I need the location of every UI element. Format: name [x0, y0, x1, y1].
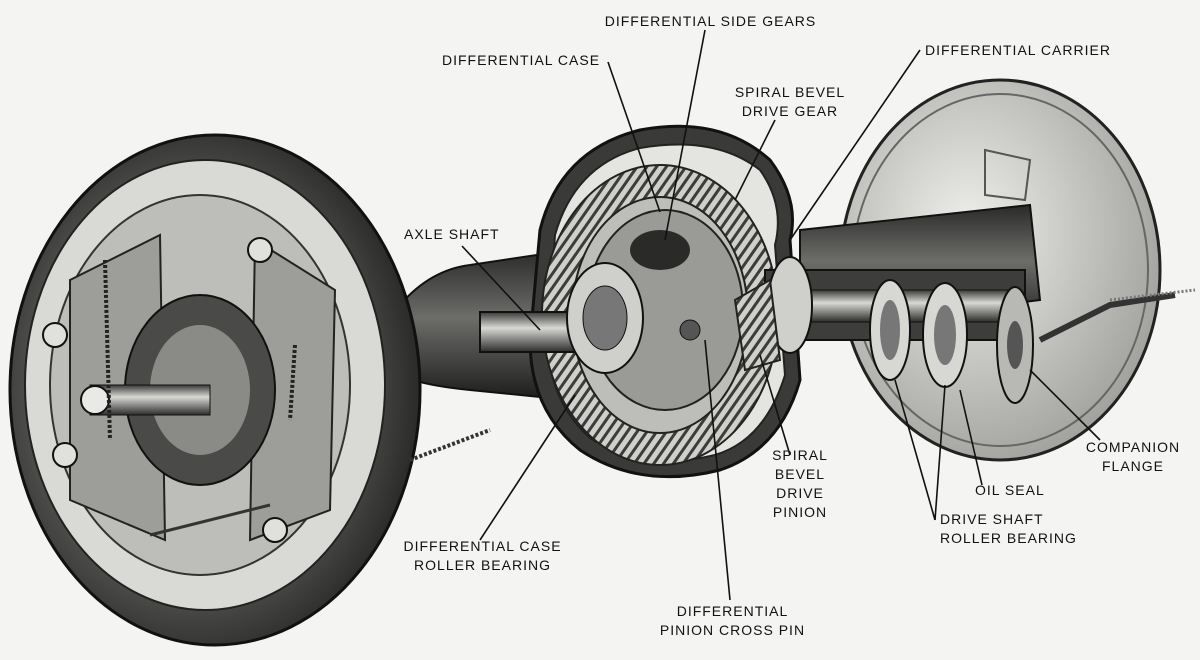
label-companion-flange: COMPANION FLANGE	[1085, 439, 1181, 474]
axle-shaft-body	[479, 262, 644, 374]
label-differential-pinion-cross-pin: DIFFERENTIAL PINION CROSS PIN	[659, 603, 806, 638]
label-differential-case: DIFFERENTIAL CASE	[442, 52, 601, 68]
left-brake-drum	[8, 133, 491, 647]
label-spiral-bevel-drive-pinion: SPIRAL BEVEL DRIVE PINION	[772, 447, 828, 520]
drive-pinion	[733, 278, 782, 372]
label-differential-carrier: DIFFERENTIAL CARRIER	[925, 42, 1111, 58]
leader-lines	[461, 29, 1101, 601]
label-drive-shaft-roller-bearing: DRIVE SHAFT ROLLER BEARING	[940, 511, 1077, 546]
label-oil-seal: OIL SEAL	[975, 482, 1045, 498]
label-differential-case-roller-bearing: DIFFERENTIAL CASE ROLLER BEARING	[403, 538, 562, 573]
label-differential-side-gears: DIFFERENTIAL SIDE GEARS	[604, 13, 817, 29]
label-spiral-bevel-drive-gear: SPIRAL BEVEL DRIVE GEAR	[734, 84, 846, 119]
label-axle-shaft: AXLE SHAFT	[404, 226, 500, 242]
pinion-shaft-assembly	[764, 256, 1196, 404]
